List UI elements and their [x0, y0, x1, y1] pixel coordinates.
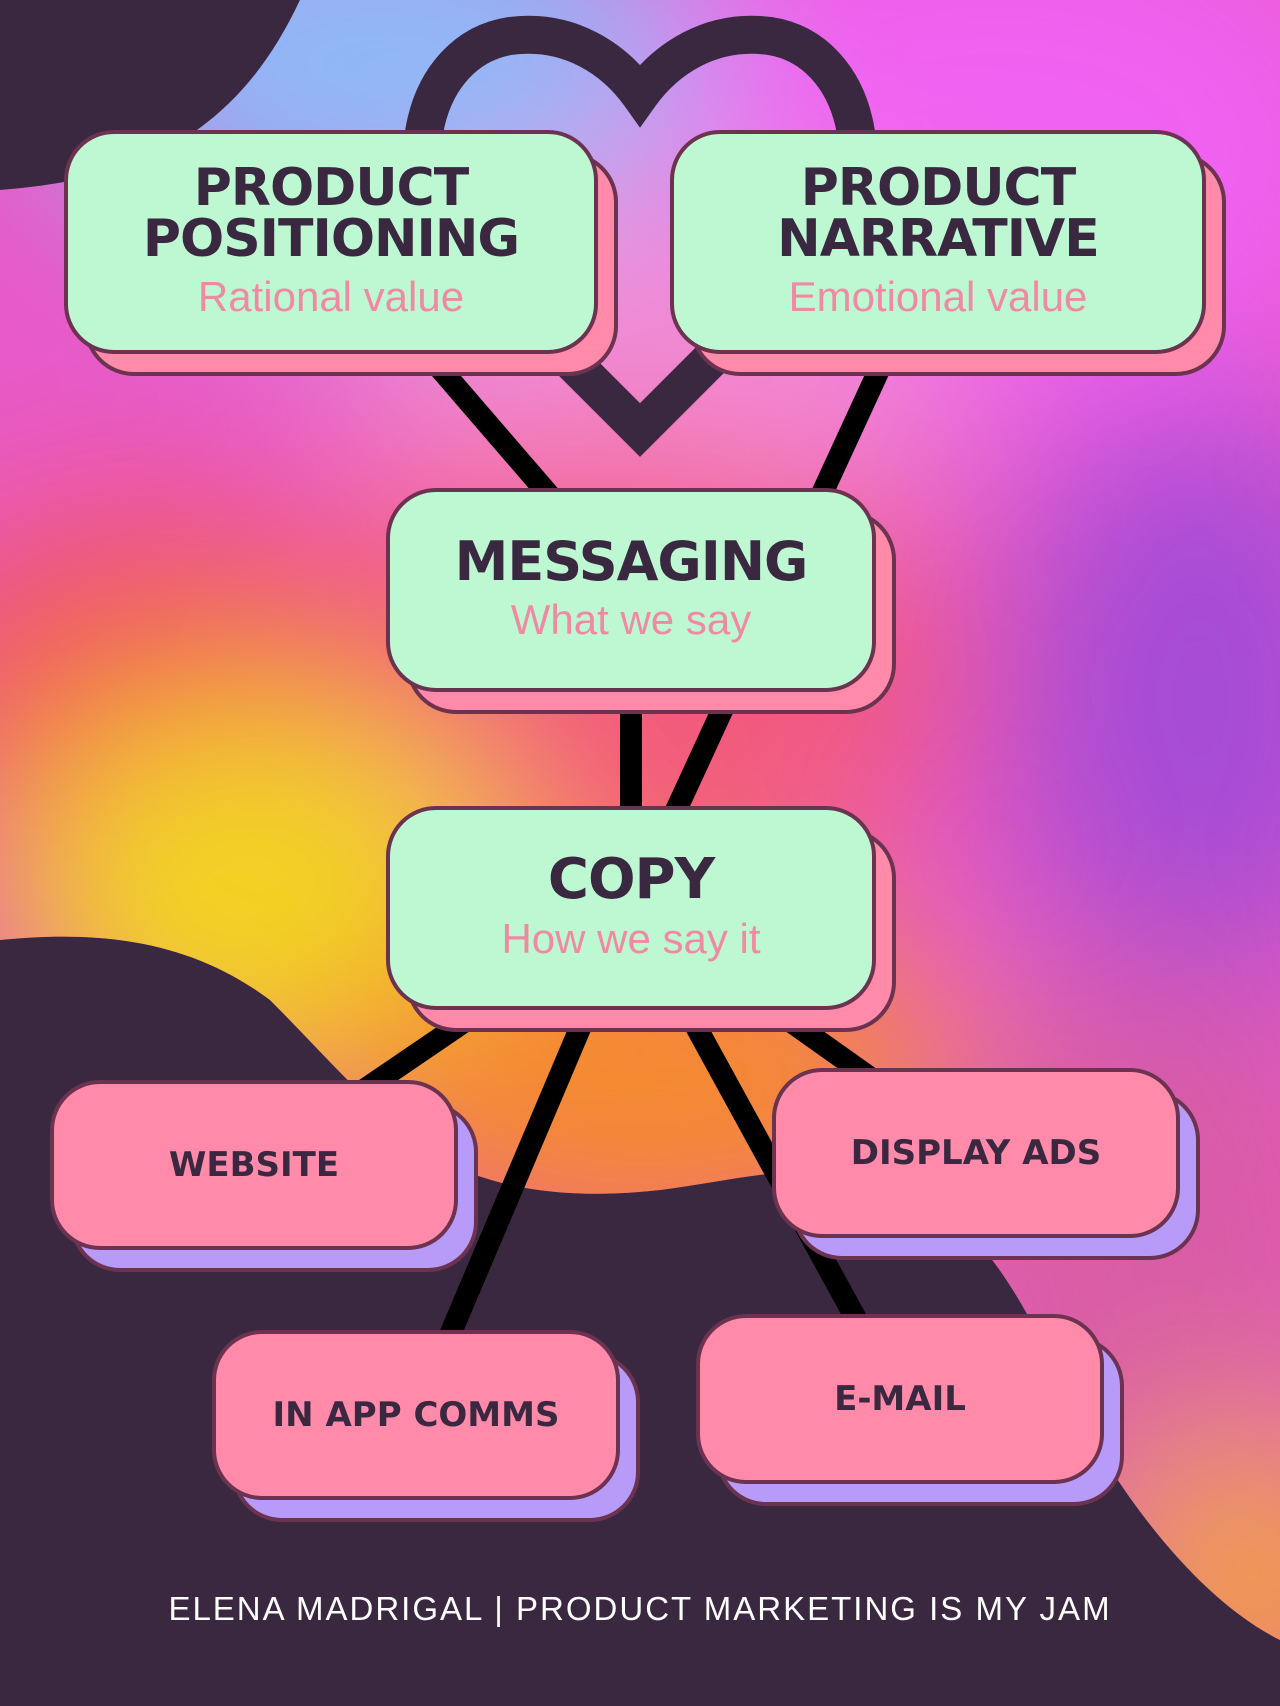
- channel-label: E-MAIL: [834, 1379, 966, 1419]
- node-title: MESSAGING: [454, 529, 809, 593]
- node-website: WEBSITE: [50, 1080, 478, 1272]
- channel-label: IN APP COMMS: [272, 1395, 560, 1435]
- footer-credit: ELENA MADRIGAL | PRODUCT MARKETING IS MY…: [168, 1590, 1112, 1627]
- node-title: COPY: [547, 846, 715, 912]
- node-subtitle: Rational value: [197, 272, 465, 320]
- card-face: PRODUCT POSITIONING Rational value: [64, 130, 598, 354]
- card-face: E-MAIL: [696, 1314, 1104, 1484]
- card-face: WEBSITE: [50, 1080, 458, 1250]
- card-face: COPY How we say it: [386, 806, 876, 1010]
- node-title: PRODUCT POSITIONING: [142, 158, 520, 269]
- node-product-positioning: PRODUCT POSITIONING Rational value: [64, 130, 618, 376]
- node-subtitle: Emotional value: [788, 272, 1088, 320]
- node-title: PRODUCT NARRATIVE: [777, 158, 1100, 269]
- node-display-ads: DISPLAY ADS: [772, 1068, 1200, 1260]
- card-face: PRODUCT NARRATIVE Emotional value: [670, 130, 1206, 354]
- card-face: MESSAGING What we say: [386, 488, 876, 692]
- node-product-narrative: PRODUCT NARRATIVE Emotional value: [670, 130, 1226, 376]
- node-subtitle: What we say: [510, 596, 752, 644]
- channel-label: WEBSITE: [168, 1145, 340, 1185]
- node-in-app-comms: IN APP COMMS: [212, 1330, 640, 1522]
- card-face: IN APP COMMS: [212, 1330, 620, 1500]
- node-subtitle: How we say it: [501, 915, 761, 963]
- node-messaging: MESSAGING What we say: [386, 488, 896, 714]
- node-email: E-MAIL: [696, 1314, 1124, 1506]
- channel-label: DISPLAY ADS: [850, 1133, 1102, 1173]
- node-copy: COPY How we say it: [386, 806, 896, 1032]
- card-face: DISPLAY ADS: [772, 1068, 1180, 1238]
- heart-outline-icon: [403, 15, 877, 457]
